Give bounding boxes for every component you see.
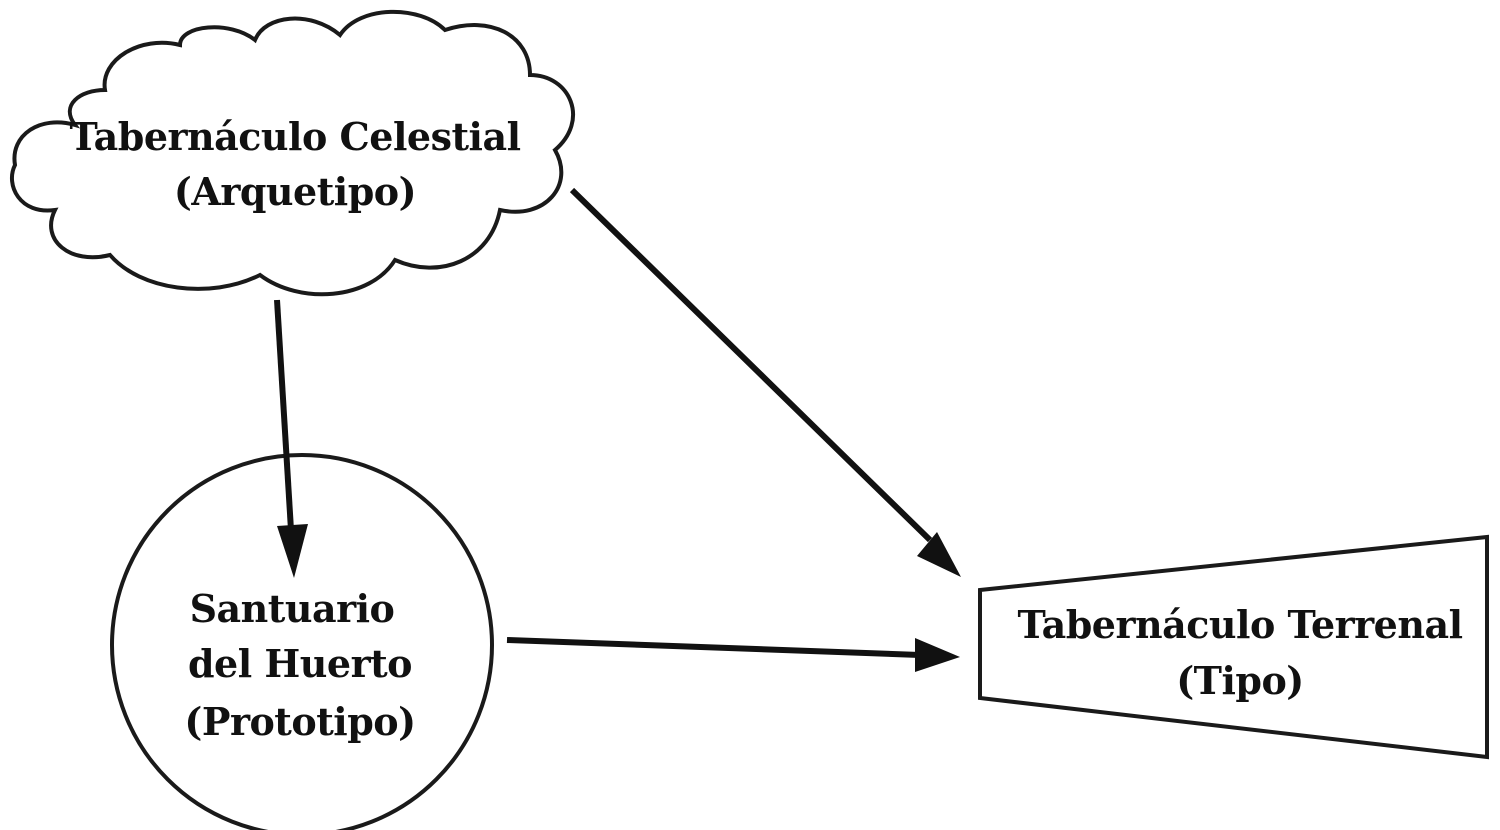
- edge-line: [506, 637, 921, 658]
- garden-line-1: Santuario: [190, 586, 395, 631]
- circle-shape: [110, 453, 494, 830]
- node-garden-sanctuary: Santuario del Huerto (Prototipo): [110, 453, 494, 830]
- edge-line: [274, 299, 294, 531]
- garden-line-2: del Huerto: [188, 641, 412, 686]
- edge-line: [569, 187, 933, 543]
- node-celestial-tabernacle: Tabernáculo Celestial (Arquetipo): [9, 9, 575, 297]
- celestial-subtitle: (Arquetipo): [174, 169, 416, 214]
- arrowhead-icon: [277, 524, 308, 578]
- edge-garden-to-earthly: [506, 637, 960, 672]
- edge-celestial-to-garden: [274, 299, 308, 578]
- trapezoid-shape: [978, 534, 1489, 760]
- arrowhead-icon: [917, 532, 961, 577]
- arrowhead-icon: [915, 638, 960, 672]
- garden-line-3: (Prototipo): [184, 699, 415, 744]
- cloud-shape: [9, 9, 575, 297]
- edge-celestial-to-earthly: [569, 187, 961, 577]
- celestial-title: Tabernáculo Celestial: [69, 114, 520, 159]
- node-earthly-tabernacle: Tabernáculo Terrenal (Tipo): [978, 534, 1489, 760]
- earthly-subtitle: (Tipo): [1176, 658, 1304, 703]
- earthly-title: Tabernáculo Terrenal: [1017, 602, 1462, 647]
